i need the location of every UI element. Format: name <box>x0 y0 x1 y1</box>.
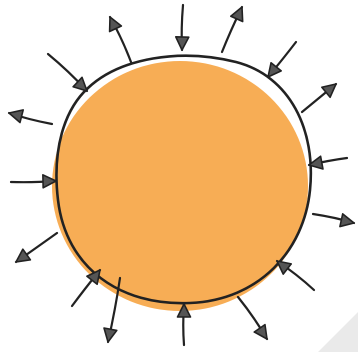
arrow-inward-1 <box>176 5 189 50</box>
arrow-inward-4 <box>268 42 296 77</box>
arrow-outward-9 <box>11 175 56 188</box>
watermark-shape <box>318 312 358 352</box>
arrowhead-icon <box>254 325 267 339</box>
arrow-outward-2 <box>110 17 131 62</box>
arrow-outward-3 <box>222 7 243 52</box>
arrow-inward-8 <box>309 156 347 169</box>
arrowhead-icon <box>16 249 30 262</box>
arrowhead-icon <box>110 17 122 32</box>
arrow-outward-5 <box>302 84 336 112</box>
arrow-inward-12 <box>277 261 314 290</box>
arrowhead-icon <box>340 214 354 227</box>
arrowhead-icon <box>176 37 189 50</box>
arrow-outward-7 <box>9 110 52 124</box>
arrow-inward-16 <box>238 297 267 339</box>
arrowhead-icon <box>104 328 117 342</box>
arrow-outward-13 <box>72 270 100 306</box>
arrowhead-icon <box>9 110 23 123</box>
arrow-inward-10 <box>313 214 354 227</box>
arrow-inward-6 <box>48 54 87 91</box>
arrow-outward-11 <box>16 233 57 262</box>
arrowhead-icon <box>231 7 243 22</box>
arrowhead-icon <box>277 261 291 274</box>
